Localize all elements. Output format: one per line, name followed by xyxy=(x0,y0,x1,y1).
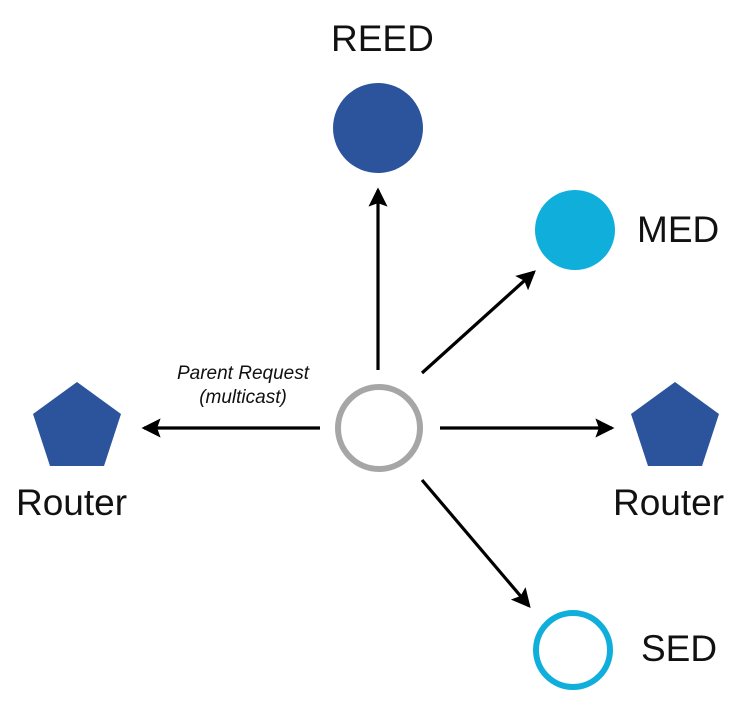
node-reed[interactable] xyxy=(333,83,423,173)
node-label-reed: REED xyxy=(331,18,434,59)
node-sed[interactable] xyxy=(533,610,613,690)
arrow-group xyxy=(141,187,615,608)
node-label-med: MED xyxy=(637,209,720,250)
arrow-to-med xyxy=(420,270,536,375)
node-center-joining-device[interactable] xyxy=(335,384,423,472)
node-label-router-left: Router xyxy=(16,482,128,523)
node-label-router-right: Router xyxy=(613,482,725,523)
node-label-sed: SED xyxy=(641,628,718,669)
arrow-to-sed xyxy=(420,478,531,608)
node-med[interactable] xyxy=(535,190,615,270)
node-router-right[interactable] xyxy=(631,382,719,466)
node-router-left[interactable] xyxy=(33,382,121,466)
edge-label-parent-request: Parent Request (multicast) xyxy=(176,363,310,408)
